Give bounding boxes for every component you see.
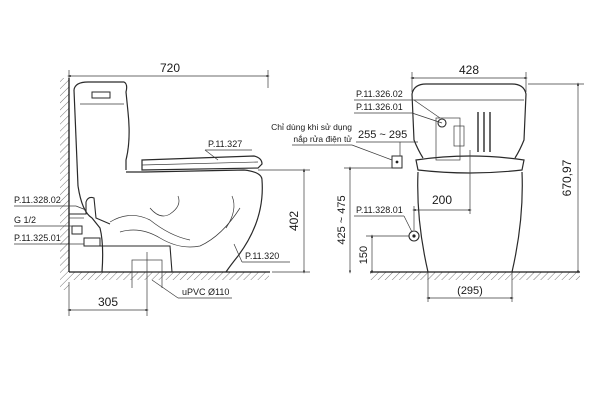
note-line-1: Chỉ dùng khi sử dụng [271, 122, 352, 132]
dim-valve-height: 150 [358, 246, 370, 264]
label-hose-part: P.11.325.01 [14, 233, 61, 243]
bowl-outline [126, 169, 263, 273]
wall-hatch [60, 78, 69, 290]
dim-socket-height: 255 ~ 295 [358, 129, 407, 141]
flush-button-icon [91, 91, 111, 99]
tank-outline [73, 81, 130, 170]
label-angle-valve-part: P.11.328.02 [14, 195, 61, 205]
flush-valve-icon [435, 117, 461, 161]
front-seat-outline [415, 155, 525, 174]
seat-outline [141, 155, 263, 171]
floor-hatch [69, 272, 269, 280]
dim-rough-in: 305 [98, 295, 118, 309]
side-view: 720 402 305 P.11.327 P.11.320 P.11.328.0… [14, 61, 310, 316]
label-front-valve-part: P.11.328.01 [356, 205, 403, 215]
dim-total-height: 670,97 [560, 159, 574, 196]
dim-inlet-offset: 200 [432, 193, 452, 207]
front-tank-outline [411, 83, 527, 159]
dim-height: 402 [287, 211, 301, 231]
dim-overall-length: 720 [160, 61, 180, 75]
label-outlet-pipe: uPVC Ø110 [182, 287, 229, 297]
note-line-2: nắp rửa điện tử [293, 134, 352, 144]
dim-width: 428 [459, 63, 479, 77]
socket-box [391, 155, 403, 169]
dim-inlet-height: 425 ~ 475 [336, 195, 348, 244]
label-flush-button-part: P.11.326.02 [356, 89, 403, 99]
label-flush-valve-part: P.11.326.01 [356, 102, 403, 112]
dim-base-width: (295) [457, 285, 483, 297]
label-bowl-part: P.11.320 [245, 251, 279, 261]
front-bowl-outline [417, 171, 523, 273]
front-view: 428 670,97 255 ~ 295 425 ~ 475 150 200 (… [271, 63, 584, 302]
front-floor-hatch [370, 272, 580, 280]
label-seat-part: P.11.327 [208, 139, 242, 149]
angle-valve-shape [69, 196, 111, 225]
label-inlet-thread: G 1/2 [14, 215, 36, 225]
